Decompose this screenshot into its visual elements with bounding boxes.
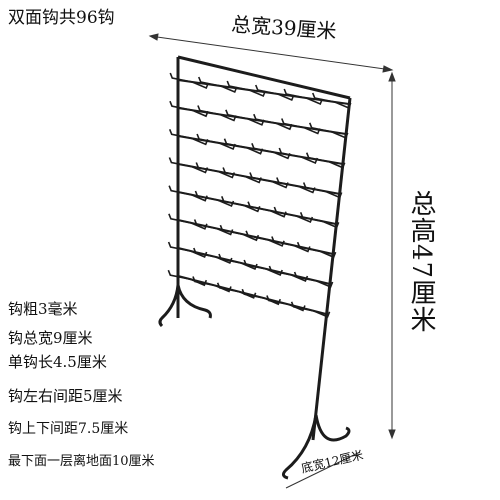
hook (223, 138, 247, 149)
hook (193, 247, 216, 258)
hook (168, 129, 192, 140)
hook (220, 85, 238, 94)
hook (248, 89, 266, 98)
hook (169, 100, 193, 111)
hook (305, 152, 329, 163)
product-title: 双面钩共96钩 (8, 8, 115, 28)
hook (313, 310, 331, 318)
hook (299, 212, 323, 223)
hook (253, 113, 276, 124)
hook (293, 244, 311, 253)
hook (267, 239, 285, 247)
spec-hook-total-width: 钩总宽9厘米 (8, 329, 93, 347)
hook (255, 84, 278, 95)
total-height-label: 总高47厘米 (406, 190, 436, 334)
height-arrow-bottom-icon (388, 429, 396, 440)
hook-bar (177, 79, 350, 105)
hook (281, 118, 304, 129)
rack-top-rail (177, 55, 351, 100)
hook (193, 219, 217, 230)
height-arrow-top-icon (388, 71, 396, 82)
hook (322, 220, 340, 229)
hook (168, 157, 192, 168)
hook (325, 190, 343, 199)
hook (198, 76, 221, 87)
hook (305, 97, 323, 106)
hook (242, 233, 260, 242)
hook (266, 295, 290, 306)
hook (167, 241, 191, 252)
hook (222, 167, 246, 178)
hook (169, 72, 193, 83)
hook (197, 105, 221, 116)
spec-hook-thickness: 钩粗3毫米 (8, 300, 78, 318)
hook (221, 196, 244, 207)
right-foot (314, 414, 351, 442)
right-foot (281, 414, 318, 480)
hook (216, 227, 234, 236)
hook (302, 182, 326, 193)
hook (268, 265, 292, 276)
hook (216, 282, 240, 293)
hook (312, 92, 335, 103)
hook (249, 172, 273, 183)
hook (245, 230, 269, 241)
hook (247, 118, 265, 126)
hook (276, 177, 299, 188)
hook (290, 301, 314, 312)
hook (296, 241, 320, 252)
hook (196, 133, 220, 144)
hook (303, 126, 321, 135)
hook (328, 160, 346, 169)
hook (334, 101, 352, 110)
hook (277, 93, 295, 102)
hook (241, 288, 265, 299)
hook (283, 88, 307, 99)
base-dimension-line (285, 451, 361, 489)
hook (168, 213, 192, 224)
width-arrow-left-icon (148, 33, 159, 41)
spec-vertical-spacing: 钩上下间距7.5厘米 (8, 421, 129, 437)
left-foot (158, 284, 180, 328)
hook (190, 222, 208, 230)
width-dimension-line (149, 35, 393, 71)
hook (243, 259, 267, 270)
spec-single-hook-length: 单钩长4.5厘米 (8, 353, 107, 371)
hook (167, 269, 191, 280)
dimension-lines (148, 33, 396, 489)
hook (194, 190, 218, 201)
hook (273, 206, 297, 217)
hook (308, 122, 332, 133)
width-arrow-right-icon (382, 65, 394, 73)
hook (195, 162, 219, 173)
hook (293, 271, 317, 282)
hook (168, 185, 192, 196)
hook (271, 236, 295, 247)
hook (226, 80, 250, 91)
hook (278, 147, 302, 158)
hook (316, 280, 334, 289)
hook (225, 109, 249, 120)
hook (251, 143, 275, 154)
hook (191, 109, 209, 118)
rack-right-post (311, 97, 352, 441)
hook (219, 224, 243, 235)
spec-bottom-clearance: 最下面一层离地面10厘米 (8, 454, 155, 469)
hook (275, 122, 293, 131)
hook (247, 201, 271, 212)
hook (319, 250, 337, 259)
spec-horizontal-spacing: 钩左右间距5厘米 (8, 387, 123, 405)
hook (192, 276, 216, 287)
hook (331, 131, 349, 139)
hook (218, 253, 242, 264)
hook (191, 81, 209, 90)
left-foot (176, 284, 212, 319)
hook (219, 113, 237, 122)
rack-frame (158, 55, 352, 480)
hooks (167, 72, 352, 318)
